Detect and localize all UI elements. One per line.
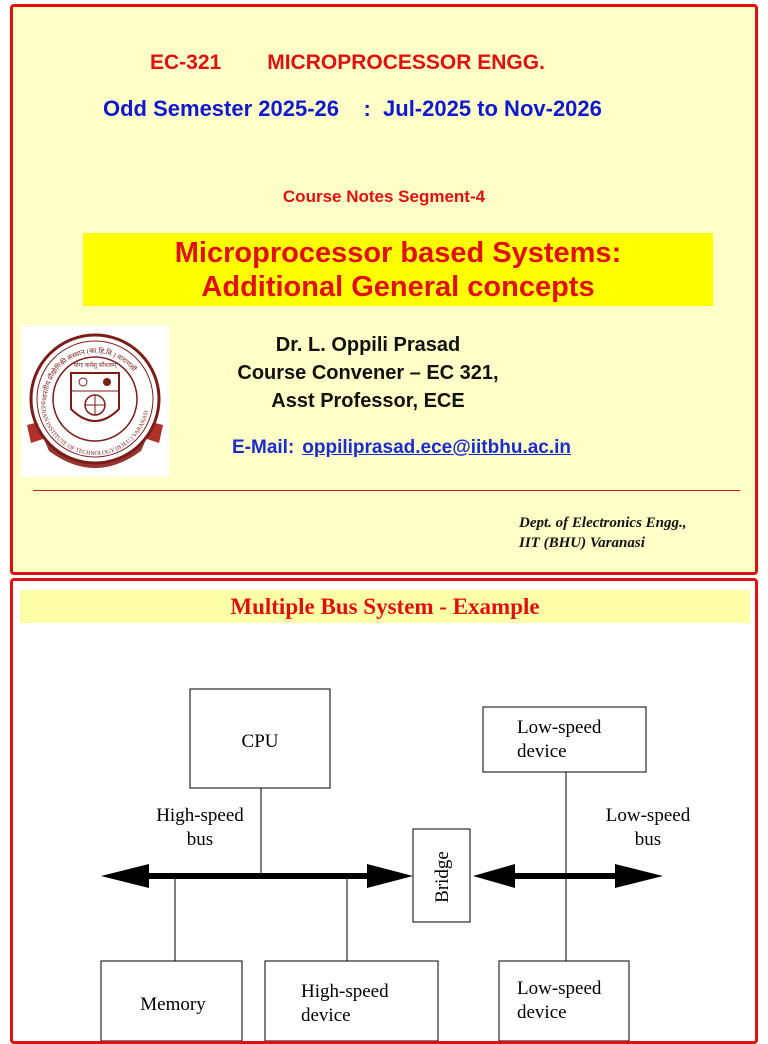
segment-label: Course Notes Segment-4: [282, 187, 486, 206]
institute-seal-logo: भारतीय प्रौद्योगिकी संस्थान (का.हि.वि.) …: [21, 325, 169, 477]
semester-line: Odd Semester 2025-26 : Jul-2025 to Nov-2…: [103, 96, 602, 121]
ls-bottom-label-1: Low-speed: [517, 978, 602, 999]
banner-line-2: Additional General concepts: [201, 270, 595, 303]
ls-top-label-1: Low-speed: [517, 717, 602, 738]
author-block: Dr. L. Oppili Prasad Course Convener – E…: [233, 331, 503, 415]
ls-top-label-2: device: [517, 741, 567, 762]
slide-title: Multiple Bus System - Example: [20, 590, 750, 623]
course-code: EC-321: [150, 51, 222, 74]
author-name: Dr. L. Oppili Prasad: [275, 334, 461, 356]
seal-motto: योगः कर्मसु कौशलम्: [74, 361, 118, 369]
high-speed-bus-arrow: [101, 864, 413, 888]
author-role: Course Convener – EC 321,: [237, 362, 499, 384]
banner-line-1: Microprocessor based Systems:: [174, 236, 622, 269]
email-link[interactable]: oppiliprasad.ece@iitbhu.ac.in: [302, 437, 572, 458]
dept-line-2: IIT (BHU) Varanasi: [519, 535, 645, 551]
memory-label: Memory: [140, 994, 206, 1015]
divider-line: [33, 490, 740, 491]
low-speed-device-bottom-box: [498, 960, 630, 1041]
department-block: Dept. of Electronics Engg., IIT (BHU) Va…: [519, 513, 687, 553]
bus-diagram: CPU High-speed bus Low-speed bus Low-spe…: [100, 688, 691, 1041]
email-line: E-Mail: oppiliprasad.ece@iitbhu.ac.in: [232, 437, 571, 459]
hs-device-label-2: device: [301, 1005, 351, 1026]
high-bus-label-2: bus: [187, 829, 213, 850]
hs-device-label-1: High-speed: [301, 981, 389, 1002]
low-speed-device-top-box: [482, 706, 647, 773]
high-bus-label-1: High-speed: [156, 805, 244, 826]
dept-line-1: Dept. of Electronics Engg.,: [519, 515, 687, 531]
cpu-label: CPU: [242, 731, 279, 752]
cpu-box: [189, 688, 331, 789]
low-speed-bus-arrow: [473, 864, 663, 888]
low-bus-label-2: bus: [635, 829, 661, 850]
bus-system-slide: Multiple Bus System - Example: [10, 578, 758, 1044]
author-title: Asst Professor, ECE: [271, 390, 465, 412]
email-label: E-Mail:: [232, 437, 295, 458]
title-slide: EC-321 MICROPROCESSOR ENGG. Odd Semester …: [10, 4, 758, 575]
low-bus-label-1: Low-speed: [606, 805, 691, 826]
course-name: MICROPROCESSOR ENGG.: [267, 51, 545, 74]
topic-banner: Microprocessor based Systems: Additional…: [83, 233, 713, 306]
ls-bottom-label-2: device: [517, 1002, 567, 1023]
course-heading: EC-321 MICROPROCESSOR ENGG.: [150, 51, 545, 75]
bridge-box: [412, 828, 471, 923]
bridge-label: Bridge: [432, 851, 453, 903]
